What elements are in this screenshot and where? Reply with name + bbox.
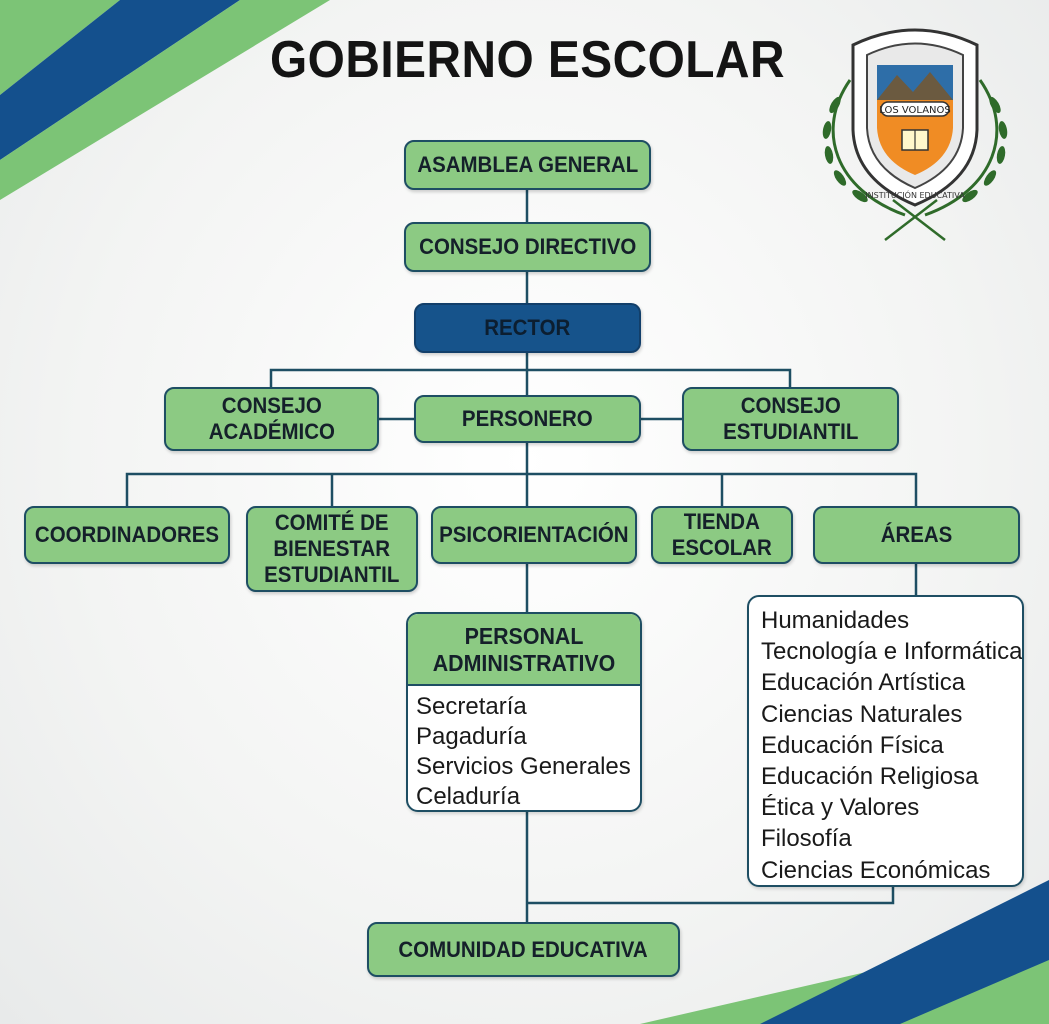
crest-ring-text: INSTITUCIÓN EDUCATIVA xyxy=(865,189,965,200)
areas-list: Humanidades Tecnología e Informática Edu… xyxy=(749,597,1023,885)
list-item: Humanidades xyxy=(761,607,910,634)
panel-areas-list: Humanidades Tecnología e Informática Edu… xyxy=(747,595,1024,887)
node-comunidad-educativa: COMUNIDAD EDUCATIVA xyxy=(367,922,680,977)
panel-title: PERSONAL ADMINISTRATIVO xyxy=(408,614,640,686)
list-item: Ciencias Naturales xyxy=(761,700,963,728)
node-psicorientacion: PSICORIENTACIÓN xyxy=(431,506,637,564)
node-consejo-academico: CONSEJO ACADÉMICO xyxy=(164,387,379,451)
personal-administrativo-list: Secretaría Pagaduría Servicios Generales… xyxy=(408,686,640,810)
list-item: Tecnología e Informática xyxy=(761,638,1023,666)
list-item: Educación Religiosa xyxy=(761,763,979,791)
panel-personal-administrativo: PERSONAL ADMINISTRATIVO Secretaría Pagad… xyxy=(406,612,642,812)
list-item: Ciencias Económicas xyxy=(761,856,991,884)
node-tienda-escolar: TIENDA ESCOLAR xyxy=(651,506,793,564)
page-title: GOBIERNO ESCOLAR xyxy=(269,31,786,89)
node-asamblea-general: ASAMBLEA GENERAL xyxy=(404,140,651,190)
node-comite-bienestar: COMITÉ DE BIENESTAR ESTUDIANTIL xyxy=(246,506,418,592)
list-item: Ética y Valores xyxy=(761,794,920,822)
crest-motto: LOS VOLANOS xyxy=(879,105,951,116)
list-item: Servicios Generales xyxy=(416,753,631,780)
list-item: Educación Física xyxy=(761,731,944,759)
list-item: Pagaduría xyxy=(416,723,527,750)
list-item: Educación Artística xyxy=(761,669,966,697)
node-areas: ÁREAS xyxy=(813,506,1020,564)
node-coordinadores: COORDINADORES xyxy=(24,506,230,564)
node-personero: PERSONERO xyxy=(414,395,641,443)
list-item: Celaduría xyxy=(416,783,521,810)
list-item: Secretaría xyxy=(416,693,527,720)
node-consejo-estudiantil: CONSEJO ESTUDIANTIL xyxy=(682,387,899,451)
node-rector: RECTOR xyxy=(414,303,641,353)
node-consejo-directivo: CONSEJO DIRECTIVO xyxy=(404,222,651,272)
school-crest-icon: LOS VOLANOS INSTITUCIÓN EDUCATIVA xyxy=(822,28,1008,241)
list-item: Filosofía xyxy=(761,825,852,853)
